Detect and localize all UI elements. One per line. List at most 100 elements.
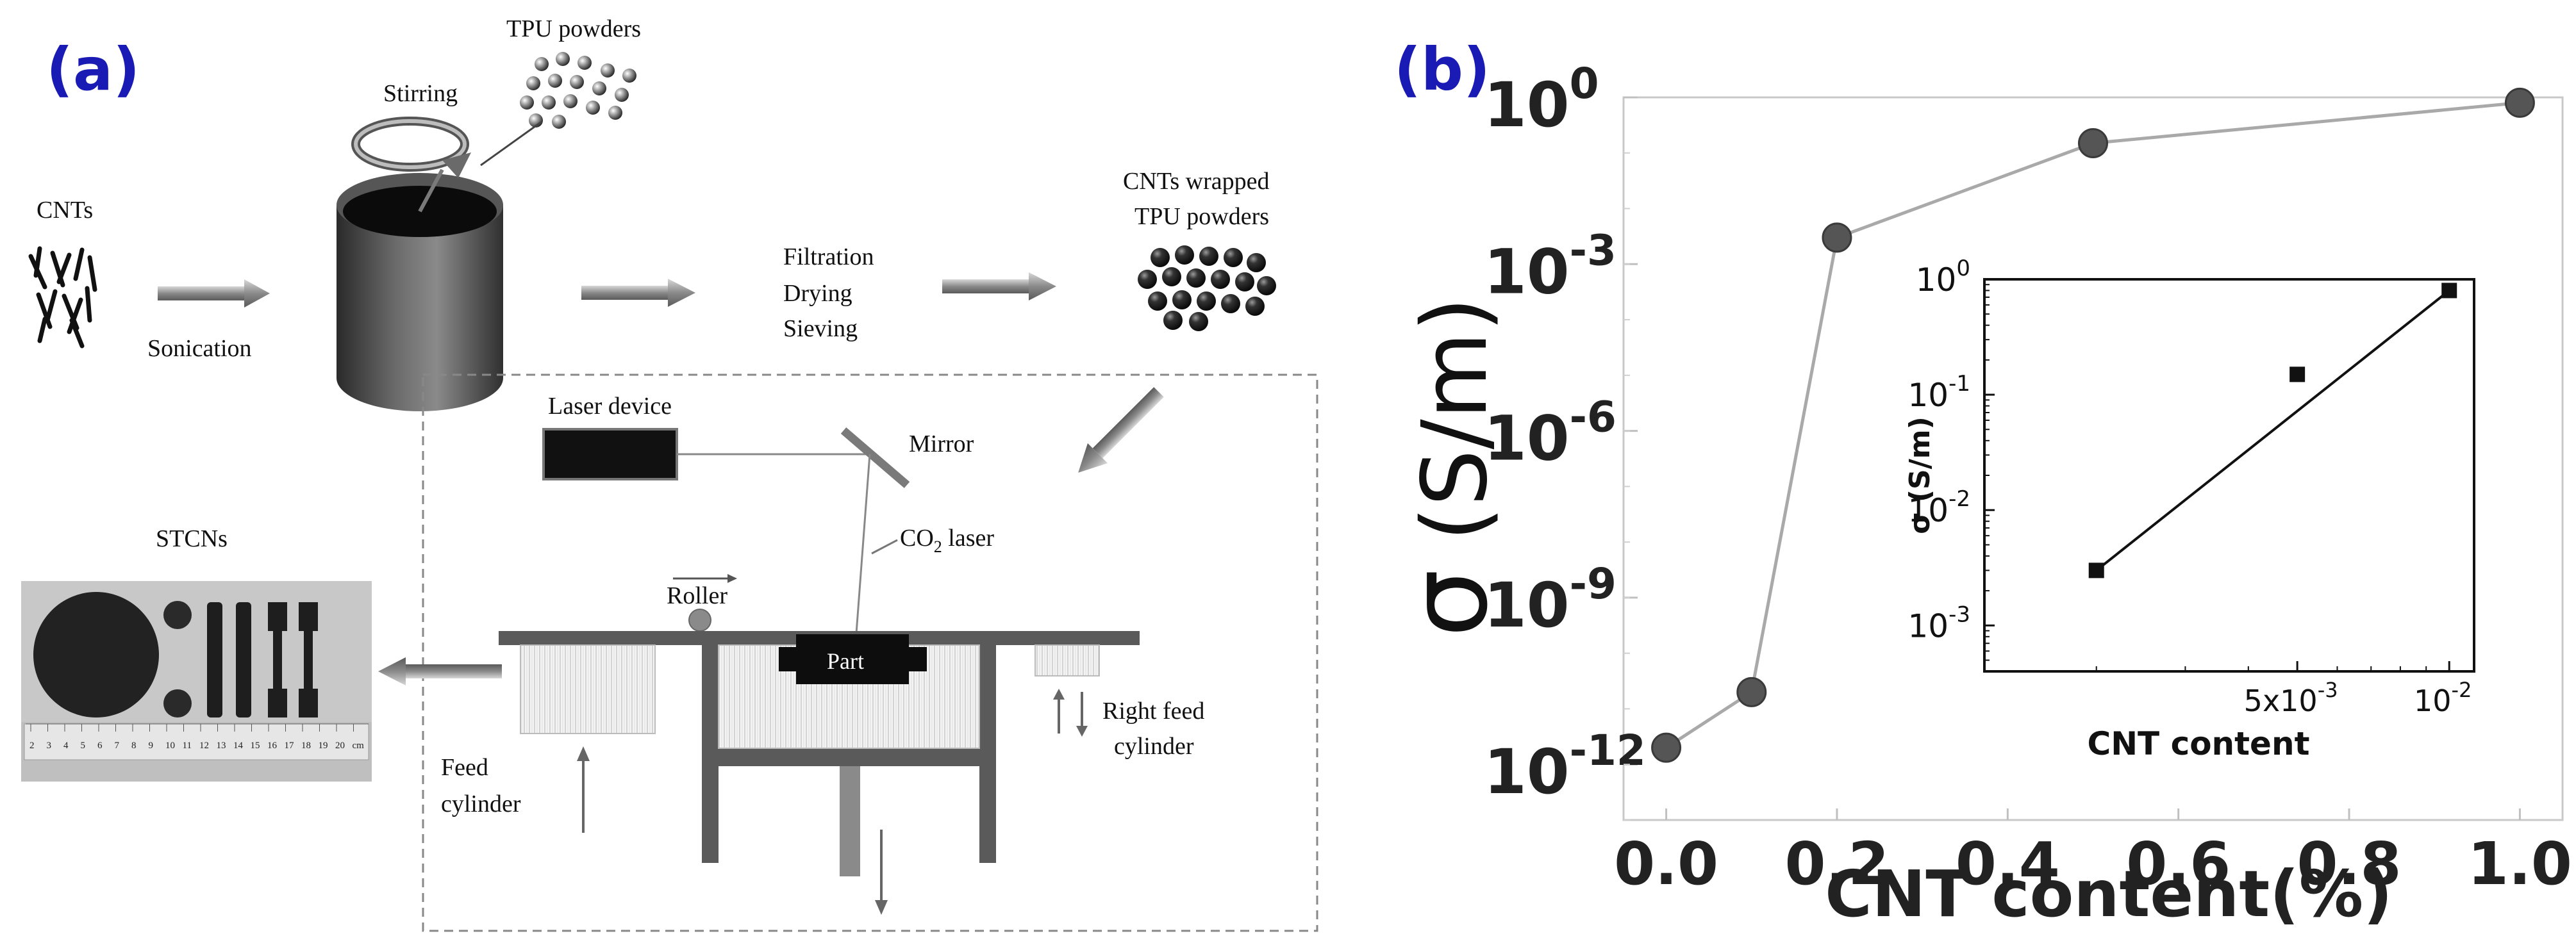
cnts-label: CNTs (37, 197, 93, 224)
right-feed-updown-arrows (1053, 689, 1088, 737)
main-x-tick-label: 1.0 (2468, 830, 2572, 898)
tpu-powders-icon (520, 52, 636, 129)
laser-beam-vertical (854, 454, 871, 643)
main-y-axis-title: σ (S/m) (1386, 297, 1511, 637)
inset-plot-frame (1983, 278, 2475, 673)
panel-a-label: (a) (46, 35, 140, 104)
inset-fit-line (2095, 289, 2450, 571)
sonication-arrow (158, 279, 270, 308)
inset-x-tick-label: 5x10-3 (2244, 678, 2338, 718)
ruler-tick-label: cm (353, 741, 365, 751)
ruler-tick-label: 7 (115, 741, 120, 751)
right-feed-cylinder-powder (1035, 644, 1100, 676)
mixing-tank (337, 173, 503, 411)
ruler-tick-label: 12 (199, 741, 209, 751)
feed-cylinder-up-arrow (577, 746, 590, 833)
inset-axes: 10-3 10-2 10-1 100 5x10-3 10-2 (1907, 256, 2472, 718)
main-x-tick-label: 0.6 (2126, 830, 2231, 898)
ruler-tick-label: 15 (251, 741, 260, 751)
output-arrow (378, 657, 502, 685)
wrapped-label-line1: CNTs wrapped (1123, 168, 1269, 195)
feed-cylinder-label-line1: Feed (441, 754, 488, 781)
inset-x-tick-label: 10-2 (2414, 678, 2472, 718)
co2-laser-label: CO2 laser (900, 525, 994, 556)
part-label: Part (827, 648, 864, 674)
wrapped-powders-icon (1138, 245, 1276, 331)
svg-text:σ (S/m): σ (S/m) (1904, 416, 1936, 534)
build-piston-down-arrow (875, 830, 888, 915)
inset-y-tick-label: 10-1 (1907, 371, 1970, 414)
inset-data-point (2289, 366, 2306, 382)
main-x-tick-label: 0.4 (1956, 830, 2060, 898)
sls-platform (499, 631, 1140, 876)
inset-x-axis-title: CNT content (2088, 725, 2310, 762)
main-data-point (2078, 127, 2108, 158)
laser-device-label: Laser device (548, 393, 672, 420)
main-y-tick-label: 10-9 (1484, 559, 1616, 641)
main-plot-frame (1622, 96, 2564, 821)
feed-in-arrow (1078, 387, 1164, 473)
main-data-point (1651, 732, 1682, 763)
ruler-tick-label: 3 (47, 741, 52, 751)
ruler-tick-label: 4 (63, 741, 69, 751)
ruler-tick-label: 16 (267, 741, 278, 751)
main-x-tick-label: 0.0 (1614, 830, 1718, 898)
right-feed-label-line2: cylinder (1114, 733, 1194, 760)
inset-data-point (2441, 283, 2457, 299)
main-axes: 0.0 0.2 0.4 0.6 0.8 1.0 10-12 10-9 10-6 10-3 100 (1484, 59, 2572, 898)
feed-cylinder-label-line2: cylinder (441, 791, 521, 817)
laser-device (542, 428, 678, 480)
wrapping-arrow (942, 272, 1056, 300)
ruler-tick-label: 2 (29, 741, 35, 751)
stirring-swirl-icon (351, 117, 471, 213)
ruler-tick-label: 20 (335, 741, 345, 751)
tpu-feed-line (480, 120, 542, 167)
inset-series (2088, 283, 2457, 578)
ruler-tick-label: 5 (81, 741, 86, 751)
tpu-powders-label: TPU powders (506, 15, 641, 42)
feed-cylinder-powder (520, 644, 656, 734)
inset-y-tick-label: 10-3 (1907, 602, 1970, 644)
ruler-tick-label: 11 (183, 741, 192, 751)
ruler-tick-label: 8 (131, 741, 137, 751)
roller (688, 609, 711, 632)
ruler-tick-label: 18 (301, 741, 311, 751)
wrapped-label-line2: TPU powders (1134, 203, 1269, 230)
main-y-tick-label: 10-6 (1484, 393, 1616, 475)
filtration-arrow (581, 279, 695, 307)
main-data-point (1736, 676, 1767, 707)
roller-label: Roller (667, 582, 727, 609)
ruler-tick-label: 13 (217, 741, 226, 751)
ruler-tick-label: 9 (149, 741, 154, 751)
cnts-bundle-icon (28, 246, 97, 348)
right-feed-label-line1: Right feed (1102, 698, 1204, 725)
stcns-label: STCNs (156, 525, 228, 552)
main-series (1651, 87, 2535, 763)
ruler-tick-label: 10 (165, 741, 175, 751)
main-y-tick-label: 100 (1484, 59, 1599, 141)
panel-a: (a) CNTs Sonication (21, 15, 1318, 932)
inset-y-tick-label: 100 (1916, 256, 1970, 299)
sieving-label: Sieving (783, 315, 858, 342)
main-x-axis-title: CNT content(%) (1825, 857, 2393, 931)
ruler-tick-label: 17 (285, 741, 295, 751)
main-y-axis-unit: (S/m) (1403, 297, 1508, 541)
main-data-point (1822, 222, 1852, 253)
inset-data-point (2088, 562, 2104, 578)
main-data-point (2504, 87, 2535, 118)
mirror (840, 427, 910, 488)
main-x-tick-label: 0.8 (2297, 830, 2402, 898)
stirring-label: Stirring (383, 80, 458, 107)
part-shape (779, 634, 927, 684)
ruler-tick-label: 14 (233, 741, 244, 751)
ruler-tick-label: 6 (97, 741, 103, 751)
main-x-tick-label: 0.2 (1784, 830, 1889, 898)
main-y-tick-label: 10-12 (1484, 726, 1646, 808)
sls-enclosure (422, 373, 1318, 932)
inset-y-tick-label: 10-2 (1907, 486, 1970, 529)
co2-laser-pointer (871, 539, 898, 555)
panel-b-label: (b) (1394, 35, 1490, 104)
